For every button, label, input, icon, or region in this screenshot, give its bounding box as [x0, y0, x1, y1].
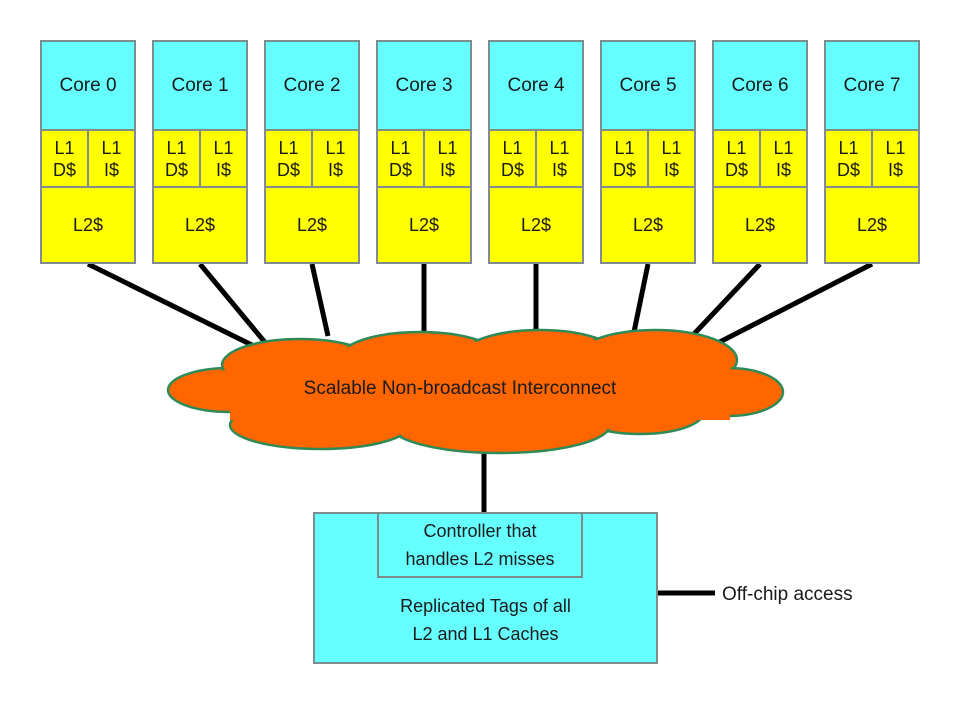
tags-line-2: L2 and L1 Caches [412, 624, 559, 644]
l2-cache: L2$ [378, 186, 470, 262]
l1d-line1: L1 [54, 137, 75, 158]
l1i-line1: L1 [213, 137, 234, 158]
l1d-line2: D$ [612, 159, 636, 180]
l1i-line1: L1 [325, 137, 346, 158]
l1d-line2: D$ [388, 159, 412, 180]
l1i-line2: I$ [663, 159, 679, 180]
wire-core-1 [198, 262, 270, 348]
l2-cache: L2$ [602, 186, 694, 262]
controller-line-2: handles L2 misses [405, 549, 555, 569]
l2-cache: L2$ [266, 186, 358, 262]
l1i-line2: I$ [215, 159, 231, 180]
l2-cache: L2$ [42, 186, 134, 262]
l1i-line2: I$ [775, 159, 791, 180]
offchip-access-label: Off-chip access [722, 584, 853, 605]
l1d-line1: L1 [614, 137, 635, 158]
l1d-line2: D$ [724, 159, 748, 180]
l1d-line1: L1 [390, 137, 411, 158]
wire-core-7 [706, 261, 874, 351]
l1d-line2: D$ [52, 159, 76, 180]
core-label: Core 2 [283, 74, 341, 96]
core-label: Core 0 [59, 74, 117, 96]
tags-label: Replicated Tags of all L2 and L1 Caches [315, 592, 656, 648]
l1d-line1: L1 [166, 137, 187, 158]
l2-cache: L2$ [714, 186, 806, 262]
l1d-line2: D$ [836, 159, 860, 180]
l1d-line2: D$ [276, 159, 300, 180]
l1i-line2: I$ [551, 159, 567, 180]
l1i-line2: I$ [439, 159, 455, 180]
l1i-line2: I$ [887, 159, 903, 180]
wire-core-0 [86, 261, 264, 353]
l2-cache: L2$ [154, 186, 246, 262]
l1d-line1: L1 [726, 137, 747, 158]
wire-core-5 [631, 263, 651, 333]
l1i-line1: L1 [549, 137, 570, 158]
l1i-line2: I$ [103, 159, 119, 180]
l2-cache: L2$ [490, 186, 582, 262]
l2-cache: L2$ [826, 186, 918, 262]
core-label: Core 6 [731, 74, 789, 96]
l1d-line1: L1 [278, 137, 299, 158]
tags-line-1: Replicated Tags of all [400, 596, 571, 616]
replicated-tags-box: Controller that handles L2 misses Replic… [313, 512, 658, 664]
core-label: Core 4 [507, 74, 565, 96]
controller-box: Controller that handles L2 misses [377, 512, 583, 578]
l1i-line2: I$ [327, 159, 343, 180]
l1d-line2: D$ [164, 159, 188, 180]
l1i-line1: L1 [661, 137, 682, 158]
wire-core-2 [309, 263, 331, 337]
wire-core-6 [692, 262, 762, 336]
l1i-line1: L1 [101, 137, 122, 158]
l1i-line1: L1 [885, 137, 906, 158]
l1d-line2: D$ [500, 159, 524, 180]
core-label: Core 7 [843, 74, 901, 96]
core-label: Core 1 [171, 74, 229, 96]
l1d-line1: L1 [502, 137, 523, 158]
core-label: Core 3 [395, 74, 453, 96]
l1d-line1: L1 [838, 137, 859, 158]
l1i-line1: L1 [773, 137, 794, 158]
interconnect-label: Scalable Non-broadcast Interconnect [303, 378, 617, 399]
l1i-line1: L1 [437, 137, 458, 158]
core-wires [86, 261, 874, 353]
core-label: Core 5 [619, 74, 677, 96]
controller-line-1: Controller that [423, 521, 537, 541]
